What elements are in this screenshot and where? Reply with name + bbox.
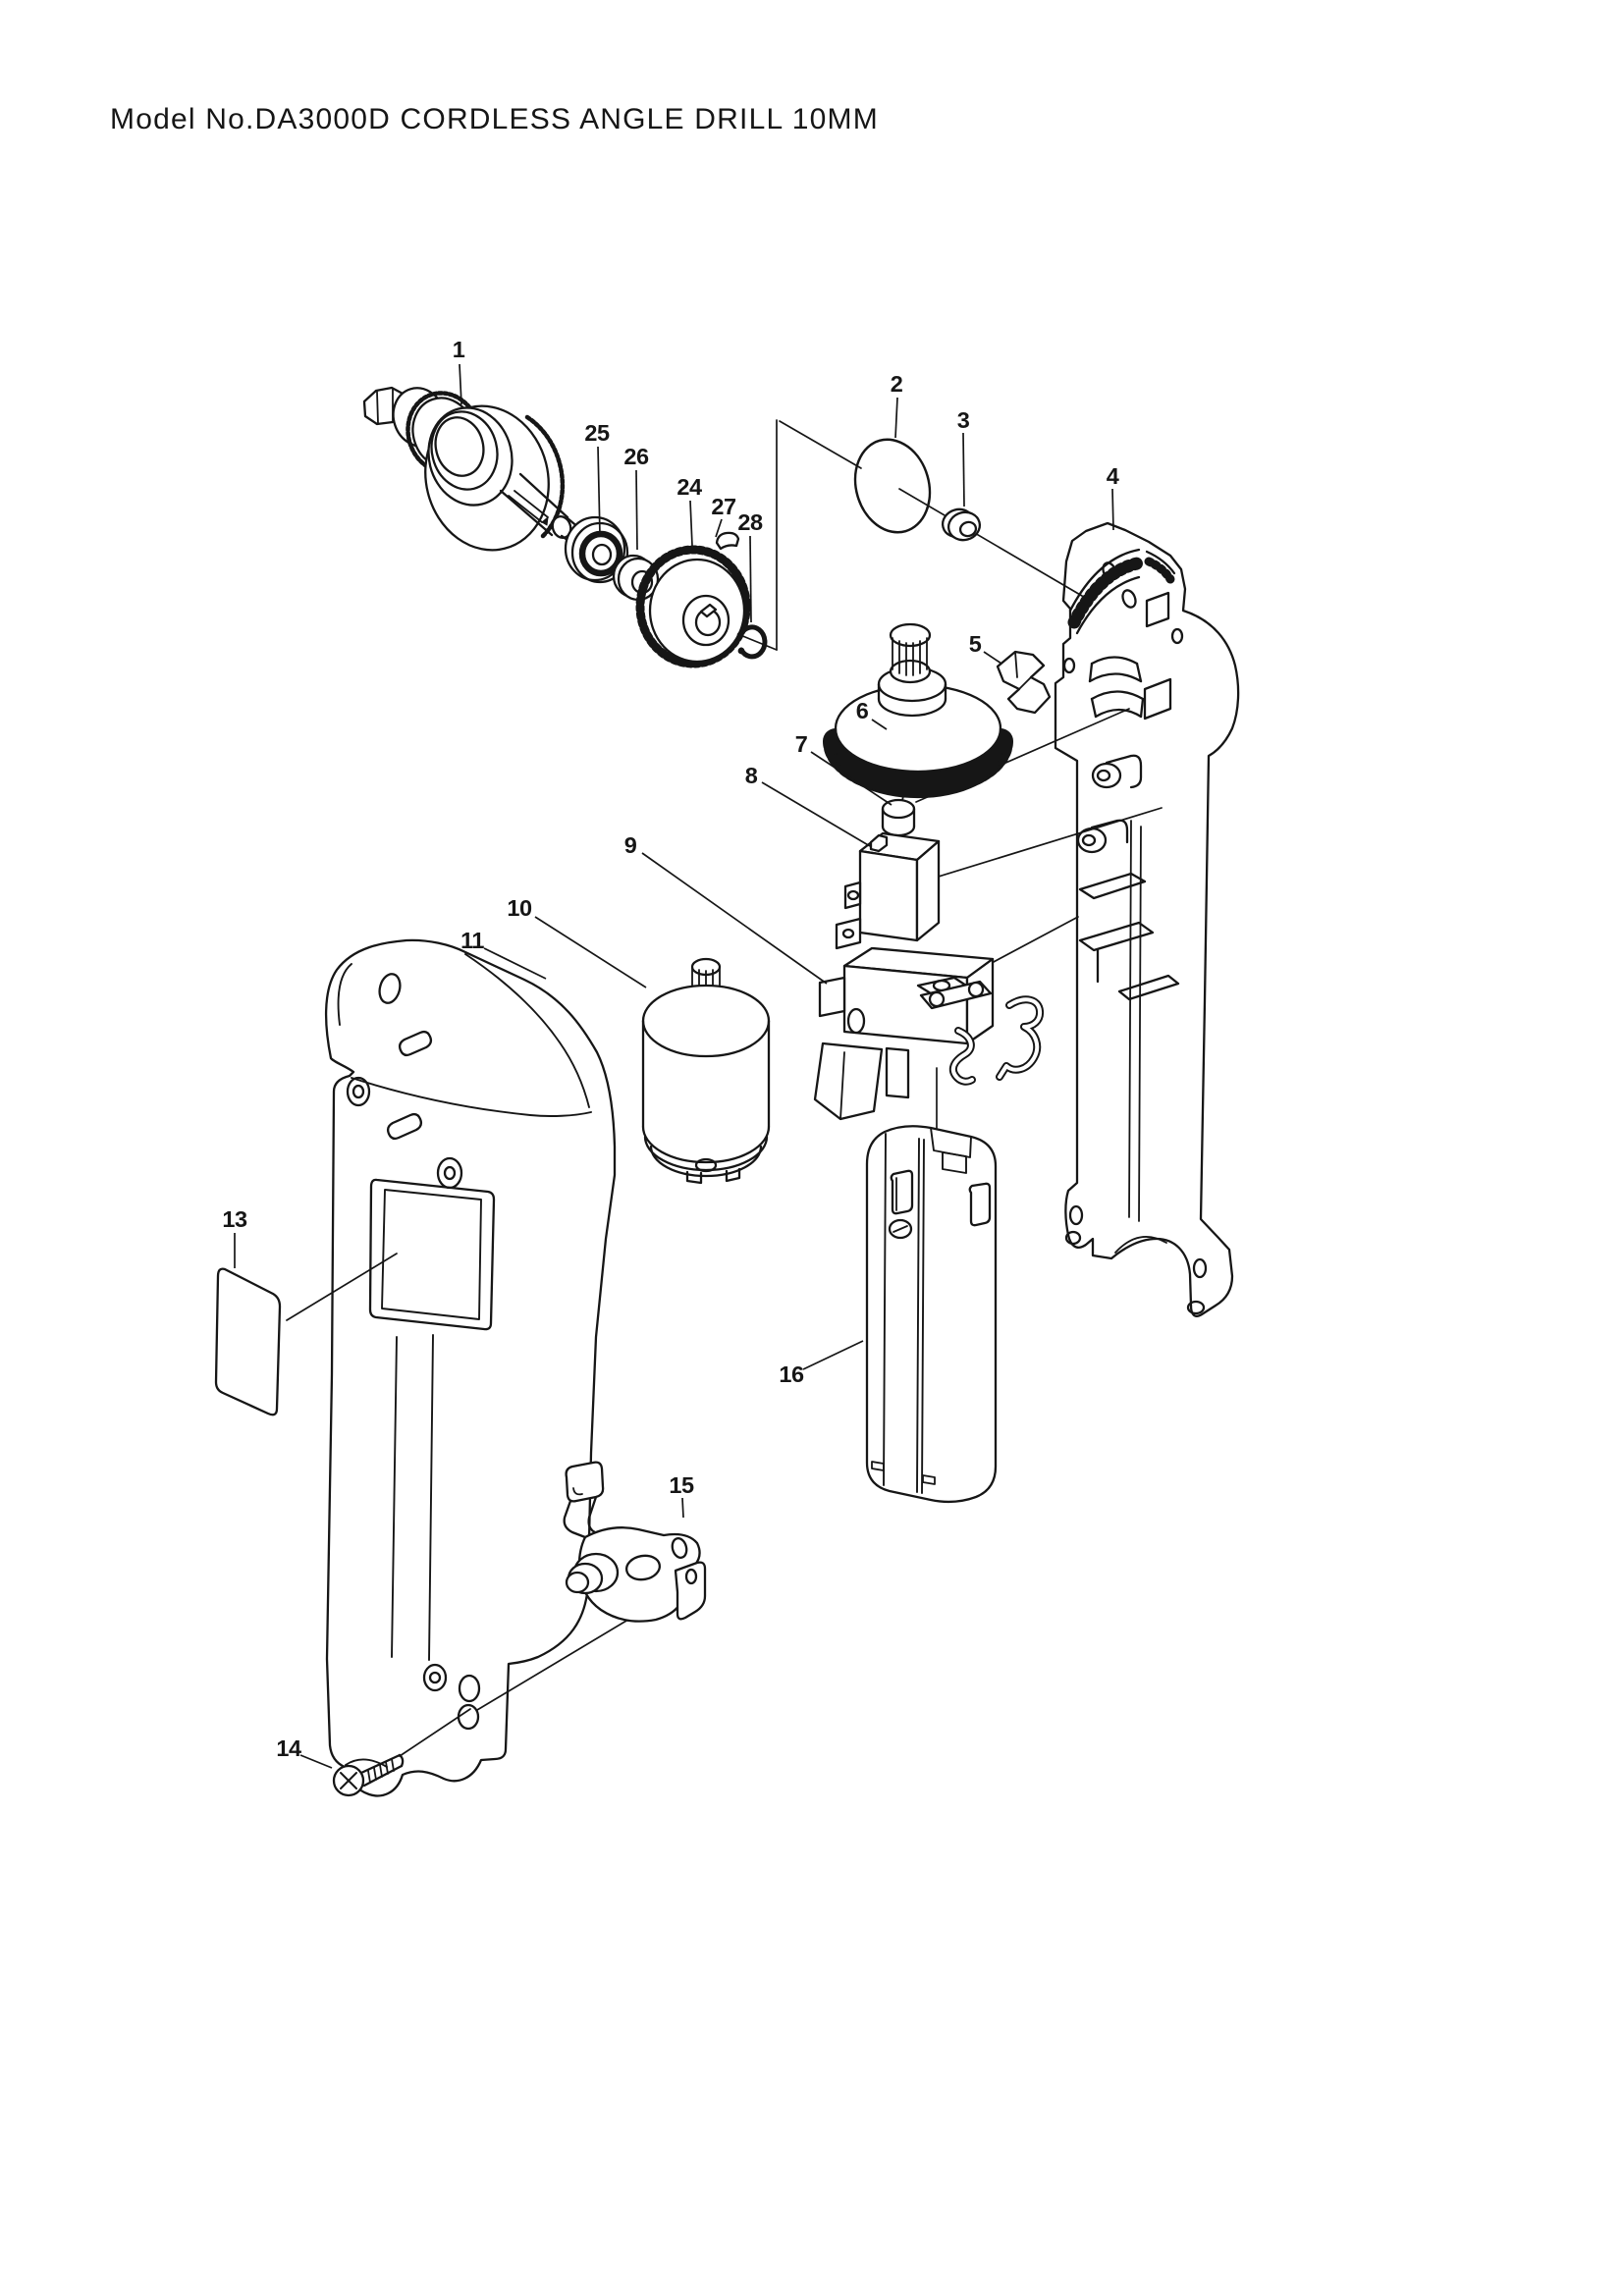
leader-line-11	[483, 947, 547, 980]
terminal-bracket	[563, 1461, 707, 1623]
leader-line-4	[1111, 488, 1114, 531]
pin-bearing	[881, 777, 916, 837]
part-number-8: 8	[745, 763, 758, 788]
left-housing-half	[324, 938, 617, 1797]
leader-line-16	[802, 1340, 864, 1370]
part-number-25: 25	[584, 420, 610, 446]
chuck-spindle-assembly	[362, 386, 584, 552]
part-number-26: 26	[623, 444, 649, 469]
part-number-10: 10	[507, 895, 532, 921]
part-number-9: 9	[624, 832, 637, 858]
leader-line-9	[641, 852, 828, 985]
spur-gear	[635, 545, 751, 668]
leader-line-10	[534, 916, 647, 988]
part-number-3: 3	[957, 407, 970, 433]
leader-line-28	[749, 535, 752, 623]
trigger-switch	[813, 946, 1045, 1121]
slide-switch	[835, 831, 941, 950]
pan-head-screw	[332, 1753, 405, 1797]
leader-line-27	[715, 518, 723, 538]
part-number-5: 5	[969, 631, 982, 657]
part-number-27: 27	[711, 494, 736, 519]
leader-line-5	[983, 651, 1002, 665]
leader-line-25	[597, 446, 601, 537]
leader-line-26	[635, 469, 638, 551]
leader-line-15	[681, 1497, 684, 1519]
leader-line-1	[459, 363, 462, 405]
page-title: Model No.DA3000D CORDLESS ANGLE DRILL 10…	[110, 103, 879, 135]
part-number-2: 2	[891, 371, 903, 397]
oval-cover	[853, 438, 932, 534]
leader-line-14	[299, 1754, 333, 1769]
part-number-16: 16	[779, 1362, 804, 1387]
part-number-11: 11	[460, 928, 484, 953]
right-housing-half	[1054, 521, 1240, 1317]
part-number-13: 13	[222, 1206, 247, 1232]
leader-line-3	[962, 432, 965, 507]
part-number-7: 7	[795, 731, 808, 757]
part-number-15: 15	[669, 1472, 694, 1498]
leader-line-2	[894, 397, 898, 439]
snap-ring	[736, 624, 768, 660]
bevel-gear	[823, 622, 1013, 799]
reverse-clip	[996, 650, 1052, 715]
bushing	[941, 507, 982, 542]
part-number-4: 4	[1107, 463, 1119, 489]
part-number-24: 24	[676, 474, 702, 500]
woodruff-key	[715, 531, 740, 551]
leader-line-24	[689, 500, 693, 547]
part-number-28: 28	[737, 509, 763, 535]
assembly-axis-lines	[286, 419, 1163, 1757]
motor	[641, 957, 771, 1185]
battery-cartridge	[865, 1125, 998, 1504]
leader-line-6	[871, 719, 888, 730]
part-number-1: 1	[453, 337, 465, 362]
part-number-14: 14	[276, 1735, 301, 1761]
name-plate-sticker	[214, 1267, 282, 1416]
leader-line-8	[761, 781, 871, 847]
part-number-6: 6	[856, 698, 869, 723]
diagram-artwork	[214, 386, 1240, 1797]
leader-line-7	[810, 751, 893, 806]
